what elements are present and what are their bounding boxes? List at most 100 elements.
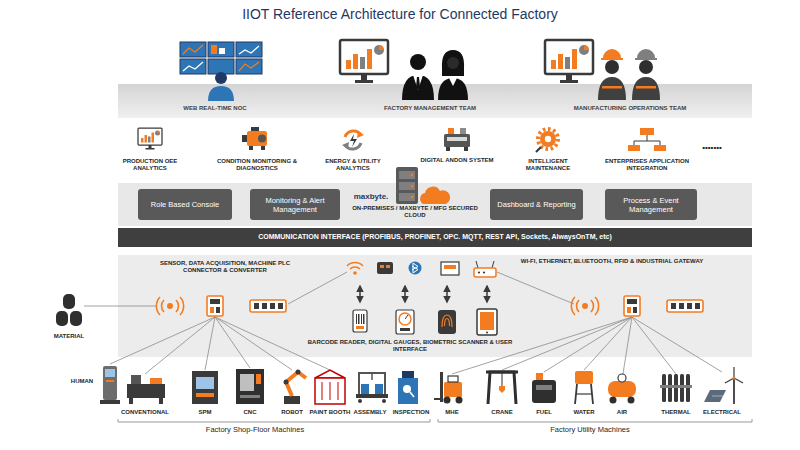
fuel-icon xyxy=(532,380,556,403)
management-illustration xyxy=(402,75,434,100)
enterprise-integration-icon xyxy=(634,141,660,142)
kiosk-icon xyxy=(105,369,115,377)
field-wire xyxy=(215,317,292,370)
spm-icon xyxy=(196,377,214,389)
electrical-icon xyxy=(733,378,735,404)
band-text: BARCODE READER, DIGITAL GAUGES, BIOMETRI… xyxy=(305,339,515,353)
noc-illustration xyxy=(236,42,262,57)
air-compressor-icon xyxy=(608,381,636,397)
band-text: FACTORY MANAGEMENT TEAM xyxy=(365,105,495,112)
text-holder: AIR xyxy=(607,409,637,416)
management-illustration xyxy=(340,40,388,83)
server-icon xyxy=(396,167,418,204)
conventional-machine-icon xyxy=(129,398,133,404)
box-text: Dashboard & Reporting xyxy=(497,200,575,209)
text-holder: THERMAL xyxy=(656,409,696,416)
noc-illustration xyxy=(236,59,262,74)
machine-label: ROBOT xyxy=(277,409,307,416)
energy-icon xyxy=(350,134,357,147)
electrical-icon xyxy=(704,367,743,404)
maintenance-icon xyxy=(545,136,551,142)
app-label: CONDITION MONITORING & DIAGNOSTICS xyxy=(212,158,302,172)
andon-icon xyxy=(464,147,468,151)
enterprise-integration-icon xyxy=(654,145,666,151)
cnc-icon xyxy=(236,369,264,404)
operations-illustration xyxy=(639,60,653,74)
group-caption: Factory Utility Machines xyxy=(480,425,700,434)
input-device-icons xyxy=(486,332,488,334)
operations-illustration xyxy=(545,40,660,100)
andon-icon xyxy=(444,128,470,151)
water-icon xyxy=(575,371,593,404)
noc-illustration xyxy=(211,45,217,54)
energy-icon xyxy=(357,131,364,138)
condition-monitoring-icon xyxy=(258,135,266,143)
text-holder: FACTORY MANAGEMENT TEAM xyxy=(365,105,495,112)
noc-illustration xyxy=(208,86,234,101)
mhe-icon xyxy=(440,372,443,402)
conventional-machine-icon xyxy=(127,384,165,398)
group-bracket xyxy=(438,419,752,422)
water-icon xyxy=(575,384,577,404)
air-compressor-icon xyxy=(628,397,635,404)
fuel-icon xyxy=(536,373,543,380)
more-dots: ••••••• xyxy=(687,143,737,153)
platform-module-box: Monitoring & Alert Management xyxy=(250,189,340,220)
field-wire xyxy=(84,272,722,380)
paint-booth-icon xyxy=(315,370,345,378)
box-text: COMMUNICATION INTERFACE (PROFIBUS, PROFI… xyxy=(258,233,612,241)
text-holder: INSPECTION xyxy=(391,409,431,416)
electrical-icon xyxy=(733,367,734,378)
double-arrow xyxy=(446,286,448,302)
app-label: PRODUCTION OEE ANALYTICS xyxy=(115,158,185,172)
operations-illustration xyxy=(545,40,593,83)
machine-label: WATER xyxy=(568,409,600,416)
machine-label: PAINT BOOTH xyxy=(308,409,352,416)
gateway-icons xyxy=(347,261,496,277)
fuel-icon xyxy=(532,373,556,403)
text-holder: maxbyte. xyxy=(346,192,396,202)
material-icon xyxy=(70,311,82,326)
band-text: WEB REAL-TIME NOC xyxy=(150,105,280,112)
water-icon xyxy=(591,384,593,404)
text-holder: BARCODE READER, DIGITAL GAUGES, BIOMETRI… xyxy=(305,339,515,353)
condition-monitoring-icon xyxy=(249,146,253,150)
operations-illustration xyxy=(602,86,622,89)
oee-icon xyxy=(138,128,162,150)
noc-illustration xyxy=(180,42,206,57)
input-device-icons xyxy=(356,326,364,329)
air-compressor-icon xyxy=(610,397,617,404)
field-wire xyxy=(497,272,574,304)
spm-icon xyxy=(192,371,218,404)
text-holder: ELECTRICAL xyxy=(699,409,745,416)
mhe-icon xyxy=(444,382,462,397)
field-wire xyxy=(632,317,722,372)
field-wire xyxy=(145,317,215,374)
text-holder: SPM xyxy=(190,409,220,416)
cnc-icon xyxy=(256,374,261,384)
enterprise-integration-icon xyxy=(647,135,648,141)
text-holder: HUMAN xyxy=(65,378,99,385)
machine-label: ELECTRICAL xyxy=(699,409,745,416)
material-icon xyxy=(63,294,75,309)
noc-illustration xyxy=(183,62,203,71)
management-illustration xyxy=(442,50,464,76)
machine-label: AIR xyxy=(607,409,637,416)
server-icon xyxy=(399,171,415,179)
gateway-icons xyxy=(478,271,480,273)
edge-band: SENSOR, DATA ACQUISITION, MACHINE PLC CO… xyxy=(118,255,752,357)
enterprise-integration-icon xyxy=(628,145,640,151)
operations-illustration xyxy=(635,49,657,60)
robot-icon xyxy=(296,370,301,375)
cnc-icon xyxy=(240,395,260,398)
maintenance-icon xyxy=(538,129,558,149)
text-holder: MHE xyxy=(437,409,467,416)
field-wire xyxy=(288,272,347,304)
water-icon xyxy=(576,393,592,394)
app-label: INTELLIGENT MAINTENANCE xyxy=(513,158,583,172)
condition-monitoring-icon xyxy=(247,131,267,146)
mhe-icon xyxy=(456,397,463,404)
air-compressor-icon xyxy=(618,374,626,382)
